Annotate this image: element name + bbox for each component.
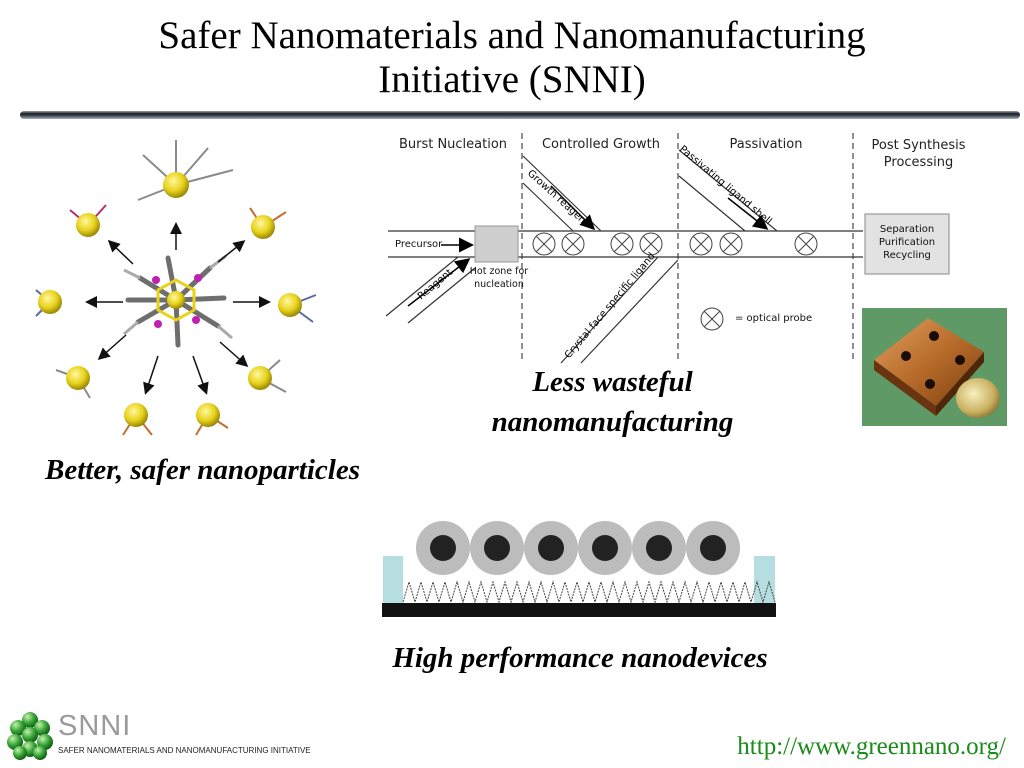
snni-logo: SNNI SAFER NANOMATERIALS AND NANOMANUFAC… — [6, 708, 311, 764]
phase-controlled-growth: Controlled Growth — [541, 137, 661, 152]
post-synthesis-box — [864, 213, 950, 275]
nanodevice-schematic — [382, 521, 776, 617]
phase-passivation: Passivation — [729, 137, 803, 152]
caption-manufacturing-line-1: Less wasteful — [532, 366, 693, 398]
satellite-particle — [278, 293, 317, 323]
website-link[interactable]: http://www.greennano.org/ — [737, 733, 1006, 760]
nanoparticle-illustration — [35, 140, 317, 436]
snni-logo-fullname: SAFER NANOMATERIALS AND NANOMANUFACTURIN… — [58, 746, 311, 755]
phase-burst-nucleation: Burst Nucleation — [398, 137, 508, 152]
device-well-left — [383, 556, 403, 606]
slide-title: Safer Nanomaterials and Nanomanufacturin… — [0, 14, 1024, 102]
reagent-label: Reagent — [416, 267, 455, 302]
caption-devices: High performance nanodevices — [392, 642, 768, 674]
optical-probe-icon — [561, 232, 585, 256]
post-box-item: Purification — [878, 237, 936, 248]
satellite-particle — [69, 204, 107, 237]
hot-zone-label: Hot zone for nucleation — [469, 266, 529, 290]
central-particle — [123, 254, 233, 348]
title-line-2: Initiative (SNNI) — [378, 58, 646, 101]
precursor-label: Precursor — [395, 239, 443, 250]
device-nanoparticle — [578, 521, 632, 575]
device-nanoparticle — [686, 521, 740, 575]
device-nanoparticle — [632, 521, 686, 575]
optical-probe-icon — [794, 232, 818, 256]
caption-manufacturing-line-2: nanomanufacturing — [491, 406, 734, 438]
device-nanoparticle — [470, 521, 524, 575]
snni-logo-abbr: SNNI — [58, 710, 132, 742]
satellite-particle — [55, 366, 91, 399]
microreactor-photo — [862, 308, 1007, 426]
satellite-particle — [137, 140, 234, 201]
hot-zone — [474, 225, 519, 263]
title-divider — [20, 111, 1020, 119]
device-linker — [402, 580, 776, 604]
satellite-particle — [248, 359, 287, 393]
growth-reagent-label: Growth reagent — [525, 168, 591, 229]
optical-probe-legend: = optical probe — [735, 313, 813, 324]
snni-logo-mark — [7, 712, 53, 760]
satellite-particle — [195, 403, 229, 436]
post-box-item: Separation — [879, 224, 935, 235]
satellite-particle — [35, 289, 62, 317]
optical-probe-legend-icon — [700, 307, 724, 331]
title-line-1: Safer Nanomaterials and Nanomanufacturin… — [158, 14, 866, 57]
crystal-face-label: Crystal face specific ligand — [563, 251, 658, 361]
device-well-right — [754, 556, 775, 606]
optical-probe-icon — [610, 232, 634, 256]
device-nanoparticle — [524, 521, 578, 575]
optical-probe-icon — [689, 232, 713, 256]
satellite-particle — [122, 403, 153, 436]
caption-particles: Better, safer nanoparticles — [45, 454, 360, 486]
caption-manufacturing: Less wasteful nanomanufacturing — [440, 362, 785, 442]
device-nanoparticle — [416, 521, 470, 575]
device-substrate — [382, 603, 776, 617]
optical-probe-icon — [719, 232, 743, 256]
phase-post-synthesis: Post Synthesis Processing — [871, 138, 966, 170]
satellite-particle — [249, 207, 287, 239]
optical-probe-icon — [532, 232, 556, 256]
post-box-item: Recycling — [883, 250, 931, 261]
process-diagram: Reagent Growth reagent Passivating ligan… — [383, 128, 1023, 368]
optical-probe-icon — [639, 232, 663, 256]
